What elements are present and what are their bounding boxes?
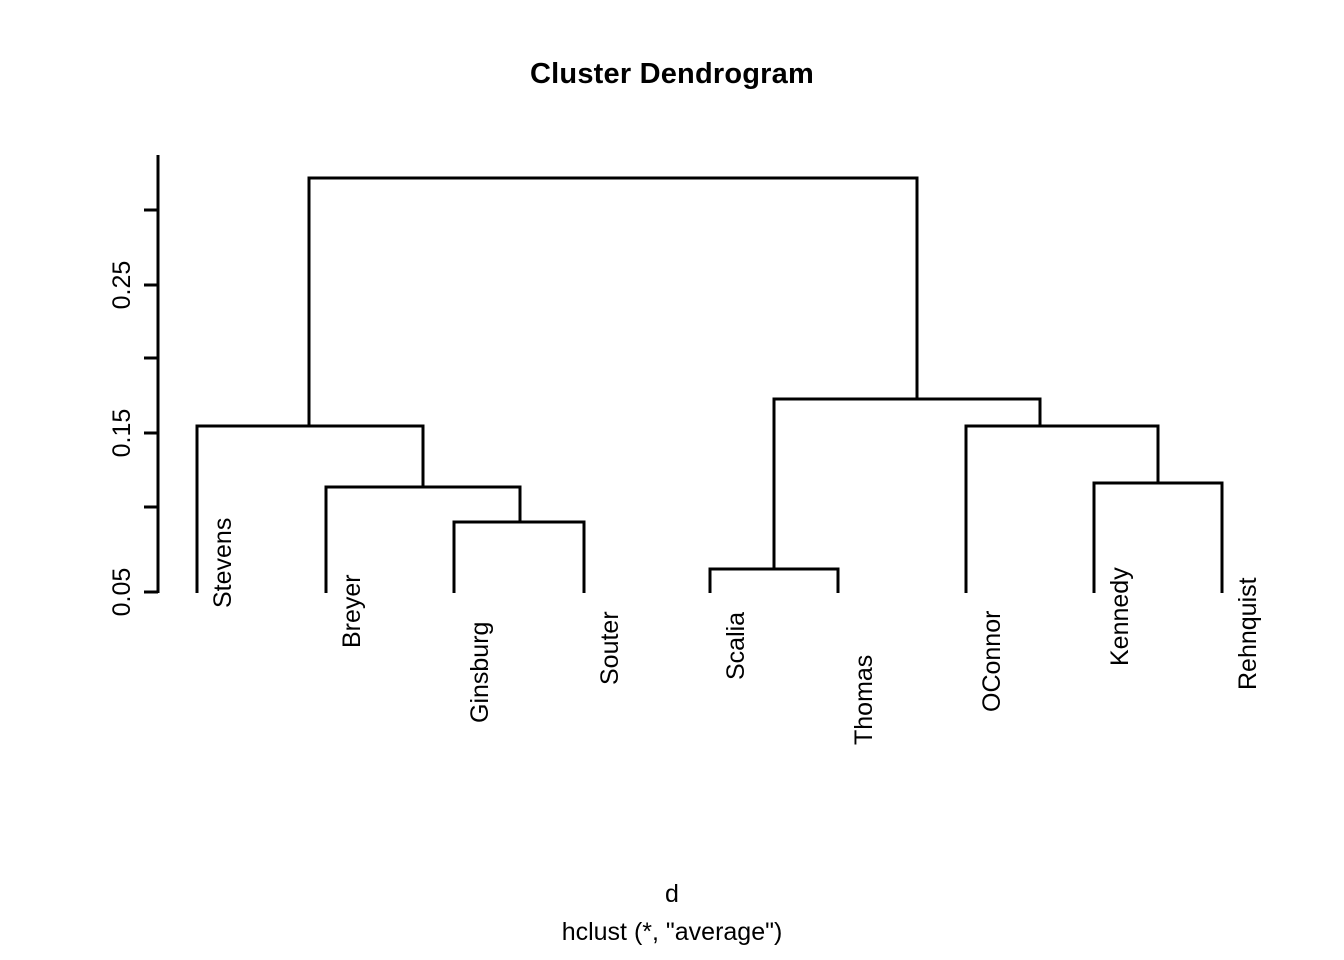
- x-axis-label-primary: d: [665, 880, 679, 908]
- merge-root: [307, 176, 919, 426]
- page-title: Cluster Dendrogram: [530, 58, 814, 90]
- merge-kennedy-rehnquist: [1092, 481, 1224, 593]
- merge-breyer-ginsburg-souter: [324, 485, 522, 593]
- merge-conservative-cluster: [772, 397, 1042, 569]
- leaf-label-rehnquist: Rehnquist: [1234, 577, 1262, 690]
- leaf-label-ginsburg: Ginsburg: [466, 621, 494, 723]
- leaf-label-kennedy: Kennedy: [1106, 567, 1134, 666]
- merge-scalia-thomas: [708, 567, 840, 593]
- leaf-label-scalia: Scalia: [722, 611, 750, 680]
- leaf-label-thomas: Thomas: [850, 654, 878, 745]
- leaf-label-souter: Souter: [596, 611, 624, 685]
- merge-oconnor-kennedy-rehnquist: [964, 424, 1160, 593]
- leaf-label-breyer: Breyer: [338, 574, 366, 648]
- leaf-label-oconnor: OConnor: [978, 610, 1006, 712]
- merge-ginsburg-souter: [452, 520, 586, 593]
- x-axis-label-subtitle: hclust (*, "average"): [561, 918, 783, 946]
- merge-liberal-cluster: [195, 424, 425, 593]
- leaf-label-stevens: Stevens: [209, 517, 237, 608]
